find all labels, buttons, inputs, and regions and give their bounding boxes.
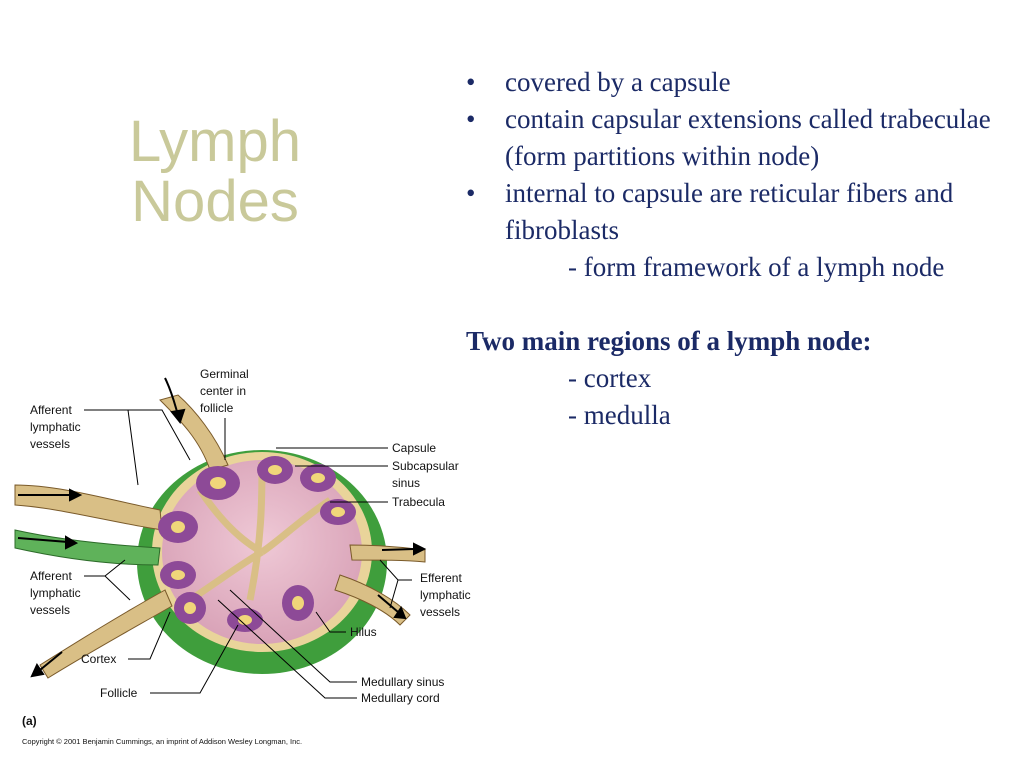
label-medullary-sinus: Medullary sinus (361, 675, 444, 689)
bullet-item: •contain capsular extensions called trab… (466, 104, 991, 171)
afferent-vessel-bottom (39, 589, 173, 679)
label-panel: (a) (22, 714, 37, 728)
label-subcapsular-sinus: Subcapsular sinus (392, 459, 462, 490)
label-cortex: Cortex (81, 652, 116, 666)
sub-note: - form framework of a lymph node (568, 252, 945, 282)
lymph-node-figure: Afferent lymphatic vessels Germinal cent… (0, 358, 500, 768)
trabeculae (188, 461, 332, 603)
region-medulla: - medulla (568, 400, 671, 430)
efferent-vessel-bottom (334, 574, 411, 626)
label-afferent-bottom: Afferent lymphatic vessels (30, 569, 84, 617)
title-line-2: Nodes (131, 169, 299, 234)
flow-arrows (17, 377, 427, 678)
label-efferent: Efferent lymphatic vessels (420, 571, 474, 619)
follicles (158, 456, 356, 632)
leader-lines (84, 409, 412, 699)
afferent-vessel-left (14, 484, 163, 531)
lymph-node-diagram: Afferent lymphatic vessels Germinal cent… (14, 367, 474, 746)
label-hilus: Hilus (350, 625, 377, 639)
label-follicle: Follicle (100, 686, 138, 700)
bullet-item: •internal to capsule are reticular fiber… (466, 178, 954, 245)
title-line-1: Lymph (129, 109, 301, 174)
label-germinal-center: Germinal center in follicle (200, 367, 252, 415)
slide-title: Lymph Nodes (60, 112, 370, 232)
label-medullary-cord: Medullary cord (361, 691, 440, 705)
figure-labels: Afferent lymphatic vessels Germinal cent… (22, 367, 474, 746)
bullet-list: •covered by a capsule •contain capsular … (466, 64, 1011, 434)
label-trabecula: Trabecula (392, 495, 445, 509)
regions-heading: Two main regions of a lymph node: (466, 326, 872, 356)
region-cortex: - cortex (568, 363, 652, 393)
label-afferent-top: Afferent lymphatic vessels (30, 403, 84, 451)
label-capsule: Capsule (392, 441, 436, 455)
copyright-text: Copyright © 2001 Benjamin Cummings, an i… (22, 737, 302, 746)
bullet-item: •covered by a capsule (466, 67, 731, 97)
afferent-vessel-green (14, 529, 161, 566)
